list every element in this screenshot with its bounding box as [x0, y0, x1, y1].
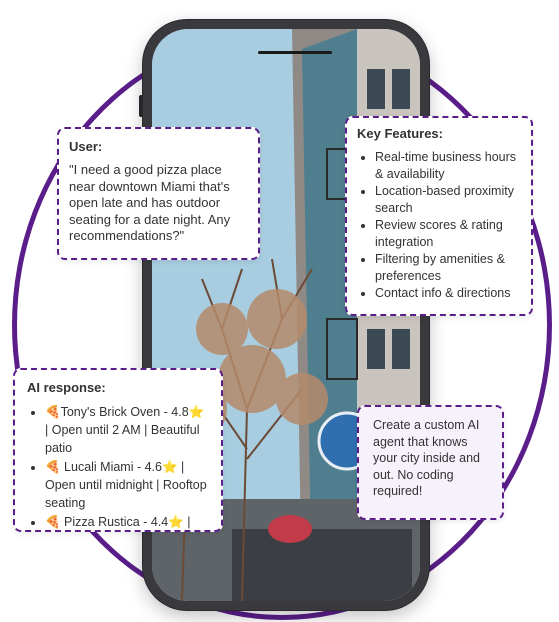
feature-item: Filtering by amenities & preferences — [375, 251, 521, 284]
ai-card-title: AI response: — [27, 380, 106, 395]
ai-response-list: 🍕Tony's Brick Oven - 4.8⭐ | Open until 2… — [27, 403, 209, 530]
phone-notch — [258, 51, 332, 54]
restaurant-item: 🍕 Pizza Rustica - 4.4⭐ | — [45, 513, 209, 530]
key-features-card: Key Features: Real-time business hours &… — [345, 116, 533, 316]
cta-card: Create a custom AI agent that knows your… — [357, 405, 504, 520]
user-message-text: "I need a good pizza place near downtown… — [69, 162, 231, 243]
phone-side-button — [139, 95, 143, 117]
restaurant-item: 🍕Tony's Brick Oven - 4.8⭐ | Open until 2… — [45, 403, 209, 457]
feature-item: Location-based proximity search — [375, 183, 521, 216]
user-message-card: User: "I need a good pizza place near do… — [57, 127, 260, 260]
ai-response-card: AI response: 🍕Tony's Brick Oven - 4.8⭐ |… — [13, 368, 223, 532]
feature-item: Real-time business hours & availability — [375, 149, 521, 182]
feature-item: Contact info & directions — [375, 285, 521, 302]
restaurant-item: 🍕 Lucali Miami - 4.6⭐ | Open until midni… — [45, 458, 209, 512]
features-card-title: Key Features: — [357, 126, 443, 141]
cta-text: Create a custom AI agent that knows your… — [373, 418, 481, 498]
user-card-title: User: — [69, 139, 103, 154]
features-list: Real-time business hours & availability … — [357, 149, 521, 302]
feature-item: Review scores & rating integration — [375, 217, 521, 250]
